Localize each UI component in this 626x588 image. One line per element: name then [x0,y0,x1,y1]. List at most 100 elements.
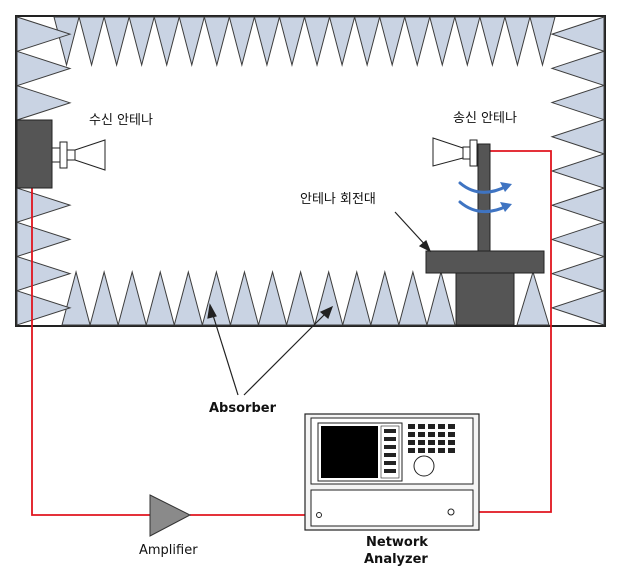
turntable-base [455,272,515,326]
absorber-cone [529,16,556,67]
absorber-cone [429,16,456,67]
absorber-cone [278,16,306,67]
analyzer-key [438,448,445,453]
turntable-label: 안테나 회전대 [300,192,376,207]
absorber-cone [550,255,605,292]
analyzer-key [428,440,435,445]
analyzer-key [418,448,425,453]
analyzer-key [438,440,445,445]
analyzer-key [438,432,445,437]
rx-antenna-mount [16,119,53,189]
absorber-cone [550,221,605,258]
analyzer-key [448,432,455,437]
analyzer-key [418,440,425,445]
amplifier-label: Amplifier [139,543,198,558]
tx-horn-antenna [432,137,478,167]
analyzer-key [428,432,435,437]
analyzer-key [448,448,455,453]
absorber-cone [89,270,119,326]
absorber-cone [550,16,605,52]
analyzer-key [438,424,445,429]
analyzer-softkey [384,429,396,433]
analyzer-softkey [384,437,396,441]
absorber-cone [128,16,155,67]
absorber-cone [153,16,180,67]
absorber-cone [342,270,372,326]
turntable-top [425,250,545,274]
absorber-cone [504,16,531,67]
absorber-cone [550,118,605,155]
absorber-cone [16,16,72,53]
absorber-cone [16,290,72,326]
network-analyzer-label-line1: Network [366,535,428,550]
absorber-cone [228,16,256,67]
absorber-cone [303,16,331,67]
absorber-cone [78,16,105,67]
absorber-cone [328,16,356,67]
analyzer-keypad [384,424,455,473]
analyzer-port-2 [447,508,455,516]
analyzer-screen [321,426,378,478]
absorber-cone [550,153,605,189]
network-analyzer-label-line2: Analyzer [364,552,428,567]
absorber-cone [117,270,147,326]
absorber-cone [203,16,230,67]
absorber-cone [550,290,605,326]
rx-antenna-label: 수신 안테나 [89,113,153,128]
absorber-cone [229,270,260,326]
absorber-cone [173,270,204,326]
analyzer-key [408,440,415,445]
absorber-cone [550,50,605,87]
absorber-cone [398,270,428,326]
absorber-cone [178,16,205,67]
absorber-cone [16,187,72,223]
absorber-label: Absorber [209,401,276,416]
leader-lines [207,211,432,396]
absorber-cone [53,16,80,67]
absorber-cone [257,270,288,326]
analyzer-softkey [384,453,396,457]
absorber-cone [426,270,456,326]
amplifier-symbol [149,494,192,537]
absorber-cone [379,16,406,67]
absorber-cone [16,221,72,258]
analyzer-softkey [384,445,396,449]
absorber-cone [103,16,130,67]
analyzer-key [448,440,455,445]
analyzer-softkey [384,469,396,473]
absorber-cone [404,16,431,67]
absorber-cone [285,270,316,326]
analyzer-key [408,432,415,437]
analyzer-knob [413,455,435,477]
analyzer-key [428,424,435,429]
analyzer-key [408,424,415,429]
absorber-cone [479,16,506,67]
absorber-cones [16,16,605,326]
rotation-arrows [458,181,512,214]
absorber-cone [550,84,605,121]
analyzer-key [448,424,455,429]
absorber-cone [61,270,91,326]
rx-horn-antenna [51,139,106,171]
absorber-cone [370,270,400,326]
analyzer-port-1 [316,512,322,518]
absorber-cone [253,16,281,67]
analyzer-softkey [384,461,396,465]
tx-antenna-mast [477,143,491,252]
absorber-cone [16,50,72,87]
analyzer-key [418,424,425,429]
analyzer-key [408,448,415,453]
analyzer-key [428,448,435,453]
cable-analyzer-to-tx [451,150,552,513]
analyzer-key [418,432,425,437]
absorber-cone [454,16,481,67]
absorber-cone [516,270,550,326]
absorber-cone [16,84,72,121]
tx-antenna-label: 송신 안테나 [453,111,517,126]
absorber-cone [145,270,175,326]
network-analyzer [304,413,480,531]
absorber-cone [353,16,381,67]
absorber-cone [16,255,72,292]
absorber-cone [550,187,605,224]
